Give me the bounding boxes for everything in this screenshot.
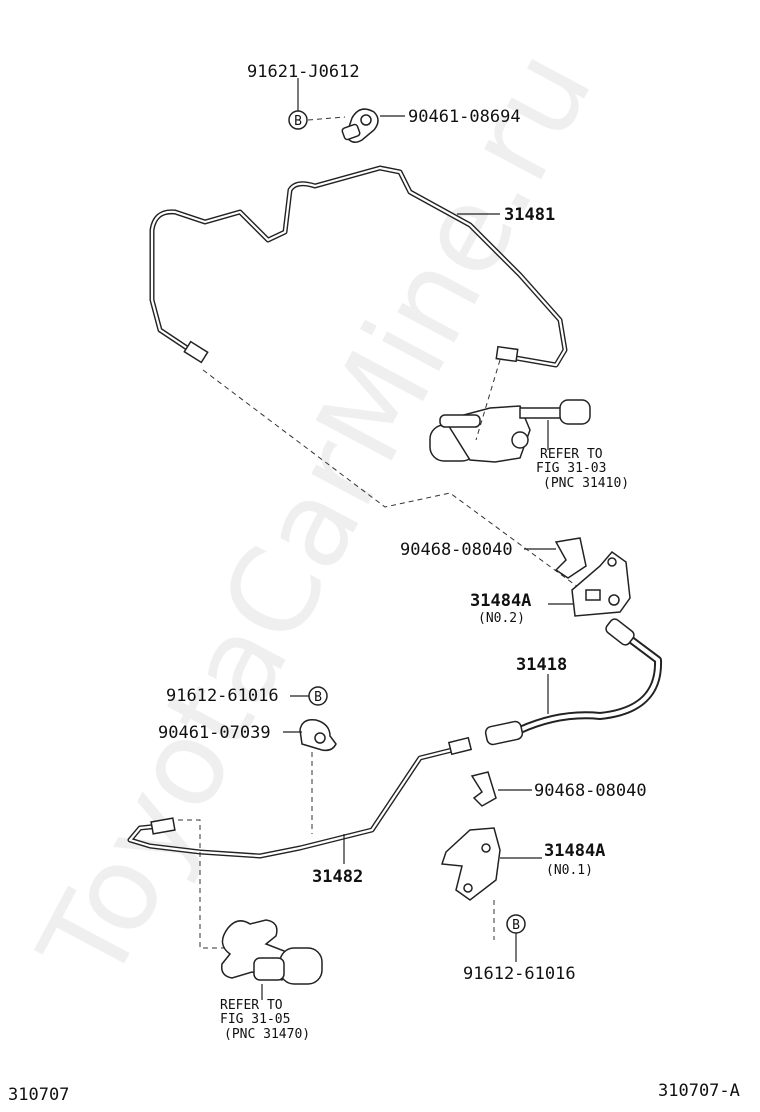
label-91621-j0612: 91621-J0612 — [247, 62, 360, 82]
refer-fig-31-03-line1: REFER TO — [540, 447, 603, 462]
clamp-90461-07039 — [299, 718, 337, 752]
bolt-marker-b-top-letter: B — [294, 114, 302, 129]
label-90461-08694: 90461-08694 — [408, 107, 521, 127]
label-31481: 31481 — [504, 205, 555, 225]
label-90461-07039: 90461-07039 — [158, 723, 271, 743]
label-90468-08040-top: 90468-08040 — [400, 540, 513, 560]
bracket-31484a-no1 — [440, 827, 501, 901]
refer-fig-31-05-line1: REFER TO — [220, 998, 283, 1013]
label-31484a-bottom: 31484A — [544, 841, 605, 861]
refer-fig-31-05-line3: (PNC 31470) — [224, 1027, 310, 1042]
label-90468-08040-bottom: 90468-08040 — [534, 781, 647, 801]
bracket-31484a-no2 — [571, 550, 631, 617]
refer-fig-31-03-line3: (PNC 31410) — [543, 476, 629, 491]
label-31484a-top: 31484A — [470, 591, 531, 611]
refer-fig-31-05-line2: FIG 31-05 — [220, 1012, 290, 1027]
label-91612-61016-left: 91612-61016 — [166, 686, 279, 706]
label-no2: (N0.2) — [478, 611, 525, 626]
clip-90468-08040-top — [554, 537, 587, 579]
pipe-31482 — [127, 736, 473, 859]
pipe-31481 — [149, 165, 568, 368]
release-cylinder-bottom — [220, 919, 323, 985]
label-31418: 31418 — [516, 655, 567, 675]
bolt-marker-b-bottom-letter: B — [512, 918, 520, 933]
label-no1: (N0.1) — [546, 863, 593, 878]
footer-figure-code: 310707-A — [658, 1081, 740, 1101]
label-31482: 31482 — [312, 867, 363, 887]
bolt-marker-b-left-letter: B — [314, 690, 322, 705]
label-91612-61016-bottom: 91612-61016 — [463, 964, 576, 984]
clamp-90461-08694 — [341, 108, 379, 143]
footer-figure-number: 310707 — [8, 1085, 69, 1105]
refer-fig-31-03-line2: FIG 31-03 — [536, 461, 606, 476]
hose-31418 — [484, 618, 663, 746]
clip-90468-08040-bottom — [470, 771, 497, 807]
master-cylinder-top — [429, 399, 591, 463]
